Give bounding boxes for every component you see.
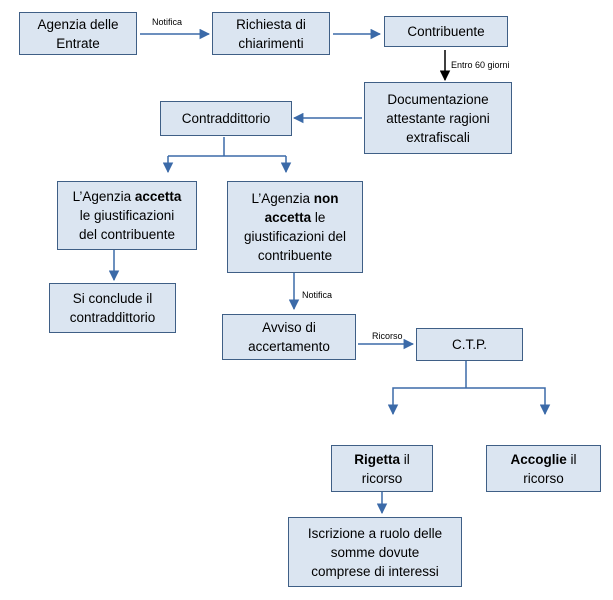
node-documentazione: Documentazione attestante ragioni extrafis… [364,82,512,154]
node-nonaccetta-line1: L’Agenzia non [244,189,346,208]
node-iscrizione-line1: Iscrizione a ruolo delle [307,525,443,541]
node-accetta-line3: del contribuente [78,227,176,242]
node-contribuente-text: Contribuente [407,24,485,39]
node-rigetta-line2: ricorso [361,470,403,486]
node-accoglie-bold: Accoglie [510,451,567,467]
node-rigetta: Rigetta il ricorso [331,445,433,492]
node-contraddittorio-text: Contraddittorio [181,111,271,126]
node-documentazione-line1: Documentazione [387,91,489,107]
node-ctp-text: C.T.P. [451,337,487,352]
edge-label-notifica-2: Notifica [302,290,333,300]
node-ctp: C.T.P. [416,328,523,361]
node-avviso-line2: accertamento [248,339,330,354]
edge-label-ricorso: Ricorso [372,331,403,341]
node-accetta-bold: accetta [134,189,182,204]
node-documentazione-line2: attestante ragioni [386,110,490,126]
node-richiesta-line2: chiarimenti [238,35,304,51]
node-avviso: Avviso di accertamento [222,314,356,360]
node-avviso-line1: Avviso di [262,320,316,335]
node-accoglie-line2: ricorso [523,470,564,486]
node-agenzia-line2: Entrate [56,35,100,51]
node-accetta-line1: L’Agenzia accetta [73,187,182,206]
node-conclude: Si conclude il contraddittorio [49,283,176,333]
node-conclude-line2: contraddittorio [69,310,156,325]
node-accetta-pre: L’Agenzia [72,189,135,204]
node-nonaccetta-line3: giustificazioni del [243,229,347,244]
node-iscrizione-line2: somme dovute [330,544,420,560]
node-richiesta-chiarimenti: Richiesta di chiarimenti [212,12,330,55]
node-accoglie-post: il [566,451,577,467]
node-contraddittorio: Contraddittorio [160,101,292,136]
node-nonaccetta-post: le [311,210,326,225]
node-contribuente: Contribuente [384,16,508,47]
node-nonaccetta-line2: accetta le [244,208,346,227]
node-conclude-line1: Si conclude il [72,291,153,306]
node-nonaccetta-bold2: accetta [264,210,312,225]
node-accoglie: Accoglie il ricorso [486,445,601,492]
node-accetta-line2: le giustificazioni [79,208,175,223]
edge-label-entro-60-giorni: Entro 60 giorni [451,60,510,70]
node-agenzia-line1: Agenzia delle [37,16,119,32]
node-nonaccetta-bold1: non [313,191,339,206]
node-accoglie-line1: Accoglie il [510,450,576,469]
node-documentazione-line3: extrafiscali [406,129,470,145]
node-non-accetta: L’Agenzia non accetta le giustificazioni… [227,181,363,273]
node-rigetta-line1: Rigetta il [354,450,410,469]
node-nonaccetta-pre: L’Agenzia [251,191,314,206]
node-iscrizione-line3: comprese di interessi [311,563,439,579]
edge-contraddittorio-split [168,137,286,157]
node-accetta: L’Agenzia accetta le giustificazioni del… [57,181,197,250]
node-iscrizione: Iscrizione a ruolo delle somme dovute comp… [288,517,462,587]
node-nonaccetta-line4: contribuente [257,248,333,263]
node-rigetta-post: il [400,451,410,467]
edge-ctp-split [392,361,546,398]
edge-label-notifica-1: Notifica [152,17,183,27]
node-richiesta-line1: Richiesta di [236,16,306,32]
node-rigetta-bold: Rigetta [354,451,400,467]
